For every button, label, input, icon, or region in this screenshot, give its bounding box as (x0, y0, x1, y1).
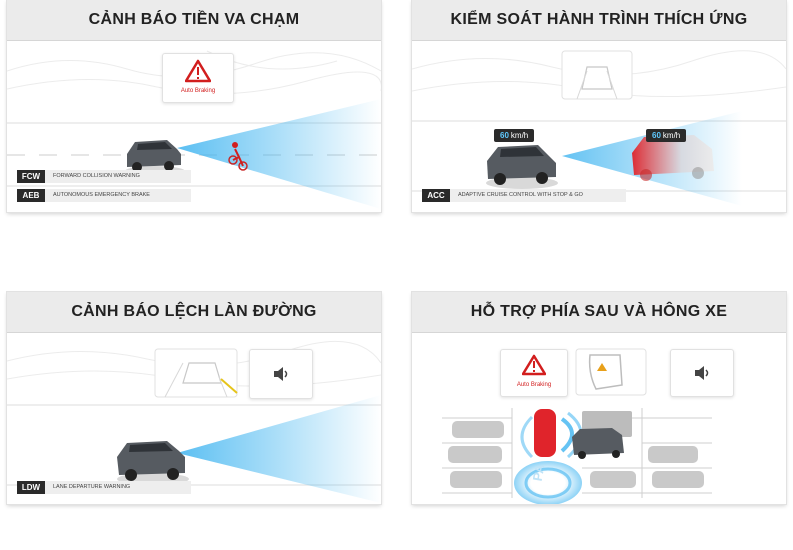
feature-tag: FCW FORWARD COLLISION WARNING (17, 170, 191, 183)
feature-tag: ACC ADAPTIVE CRUISE CONTROL WITH STOP & … (422, 189, 626, 202)
auto-braking-alert: Auto Braking (500, 349, 568, 397)
speed-unit: km/h (510, 131, 529, 140)
feature-desc: AUTONOMOUS EMERGENCY BRAKE (45, 189, 191, 202)
panel-header: CẢNH BÁO TIỀN VA CHẠM (7, 0, 381, 41)
warning-triangle-icon (522, 354, 546, 376)
car-icon (534, 409, 556, 457)
alert-label: Auto Braking (516, 382, 552, 388)
feature-code: FCW (17, 170, 45, 183)
cyclist-icon (228, 142, 248, 171)
panel-title: CẢNH BÁO TIỀN VA CHẠM (88, 11, 300, 28)
car-icon (448, 411, 704, 488)
warning-triangle-icon (185, 59, 211, 83)
panel-forward-collision: CẢNH BÁO TIỀN VA CHẠM (7, 0, 381, 212)
feature-desc: FORWARD COLLISION WARNING (45, 170, 191, 183)
feature-desc: LANE DEPARTURE WARNING (45, 481, 191, 494)
car-icon (572, 428, 624, 459)
park-text: PA (529, 462, 548, 483)
feature-tags: ACC ADAPTIVE CRUISE CONTROL WITH STOP & … (422, 183, 626, 202)
panel-lane-departure: CẢNH BÁO LỆCH LÀN ĐƯỜNG (7, 292, 381, 504)
sound-alert-box (249, 349, 313, 399)
feature-tags: LDW LANE DEPARTURE WARNING (17, 475, 191, 494)
car-icon (632, 135, 714, 181)
panel-adaptive-cruise: KIỂM SOÁT HÀNH TRÌNH THÍCH ỨNG (412, 0, 786, 212)
car-icon (486, 145, 558, 189)
rear-scene: Auto Braking PA (412, 333, 786, 504)
panel-title: KIỂM SOÁT HÀNH TRÌNH THÍCH ỨNG (450, 11, 748, 28)
speed-value: 60 (500, 131, 509, 140)
panel-header: HỖ TRỢ PHÍA SAU VÀ HÔNG XE (412, 292, 786, 333)
speed-unit: km/h (662, 131, 681, 140)
feature-tag: AEB AUTONOMOUS EMERGENCY BRAKE (17, 189, 191, 202)
panel-rear-side-assist: HỖ TRỢ PHÍA SAU VÀ HÔNG XE (412, 292, 786, 504)
fcw-scene: Auto Braking FCW FORWARD COLLISION WARNI… (7, 41, 381, 212)
feature-code: ACC (422, 189, 450, 202)
alert-label: Auto Braking (180, 88, 216, 94)
feature-code: LDW (17, 481, 45, 494)
panel-header: CẢNH BÁO LỆCH LÀN ĐƯỜNG (7, 292, 381, 333)
feature-tag: LDW LANE DEPARTURE WARNING (17, 481, 191, 494)
speed-value: 60 (652, 131, 661, 140)
feature-desc: ADAPTIVE CRUISE CONTROL WITH STOP & GO (450, 189, 626, 202)
auto-braking-alert: Auto Braking (162, 53, 234, 103)
sound-alert-box (670, 349, 734, 397)
feature-code: AEB (17, 189, 45, 202)
rear-sensor-waves (514, 411, 583, 504)
panel-title: HỖ TRỢ PHÍA SAU VÀ HÔNG XE (470, 303, 728, 320)
side-mirror-icon (588, 354, 623, 390)
speaker-icon (274, 367, 288, 381)
speaker-icon (695, 366, 709, 380)
feature-tags: FCW FORWARD COLLISION WARNING AEB AUTONO… (17, 164, 191, 202)
panel-title: CẢNH BÁO LỆCH LÀN ĐƯỜNG (71, 303, 317, 320)
panel-header: KIỂM SOÁT HÀNH TRÌNH THÍCH ỨNG (412, 0, 786, 41)
ldw-scene: LDW LANE DEPARTURE WARNING (7, 333, 381, 504)
